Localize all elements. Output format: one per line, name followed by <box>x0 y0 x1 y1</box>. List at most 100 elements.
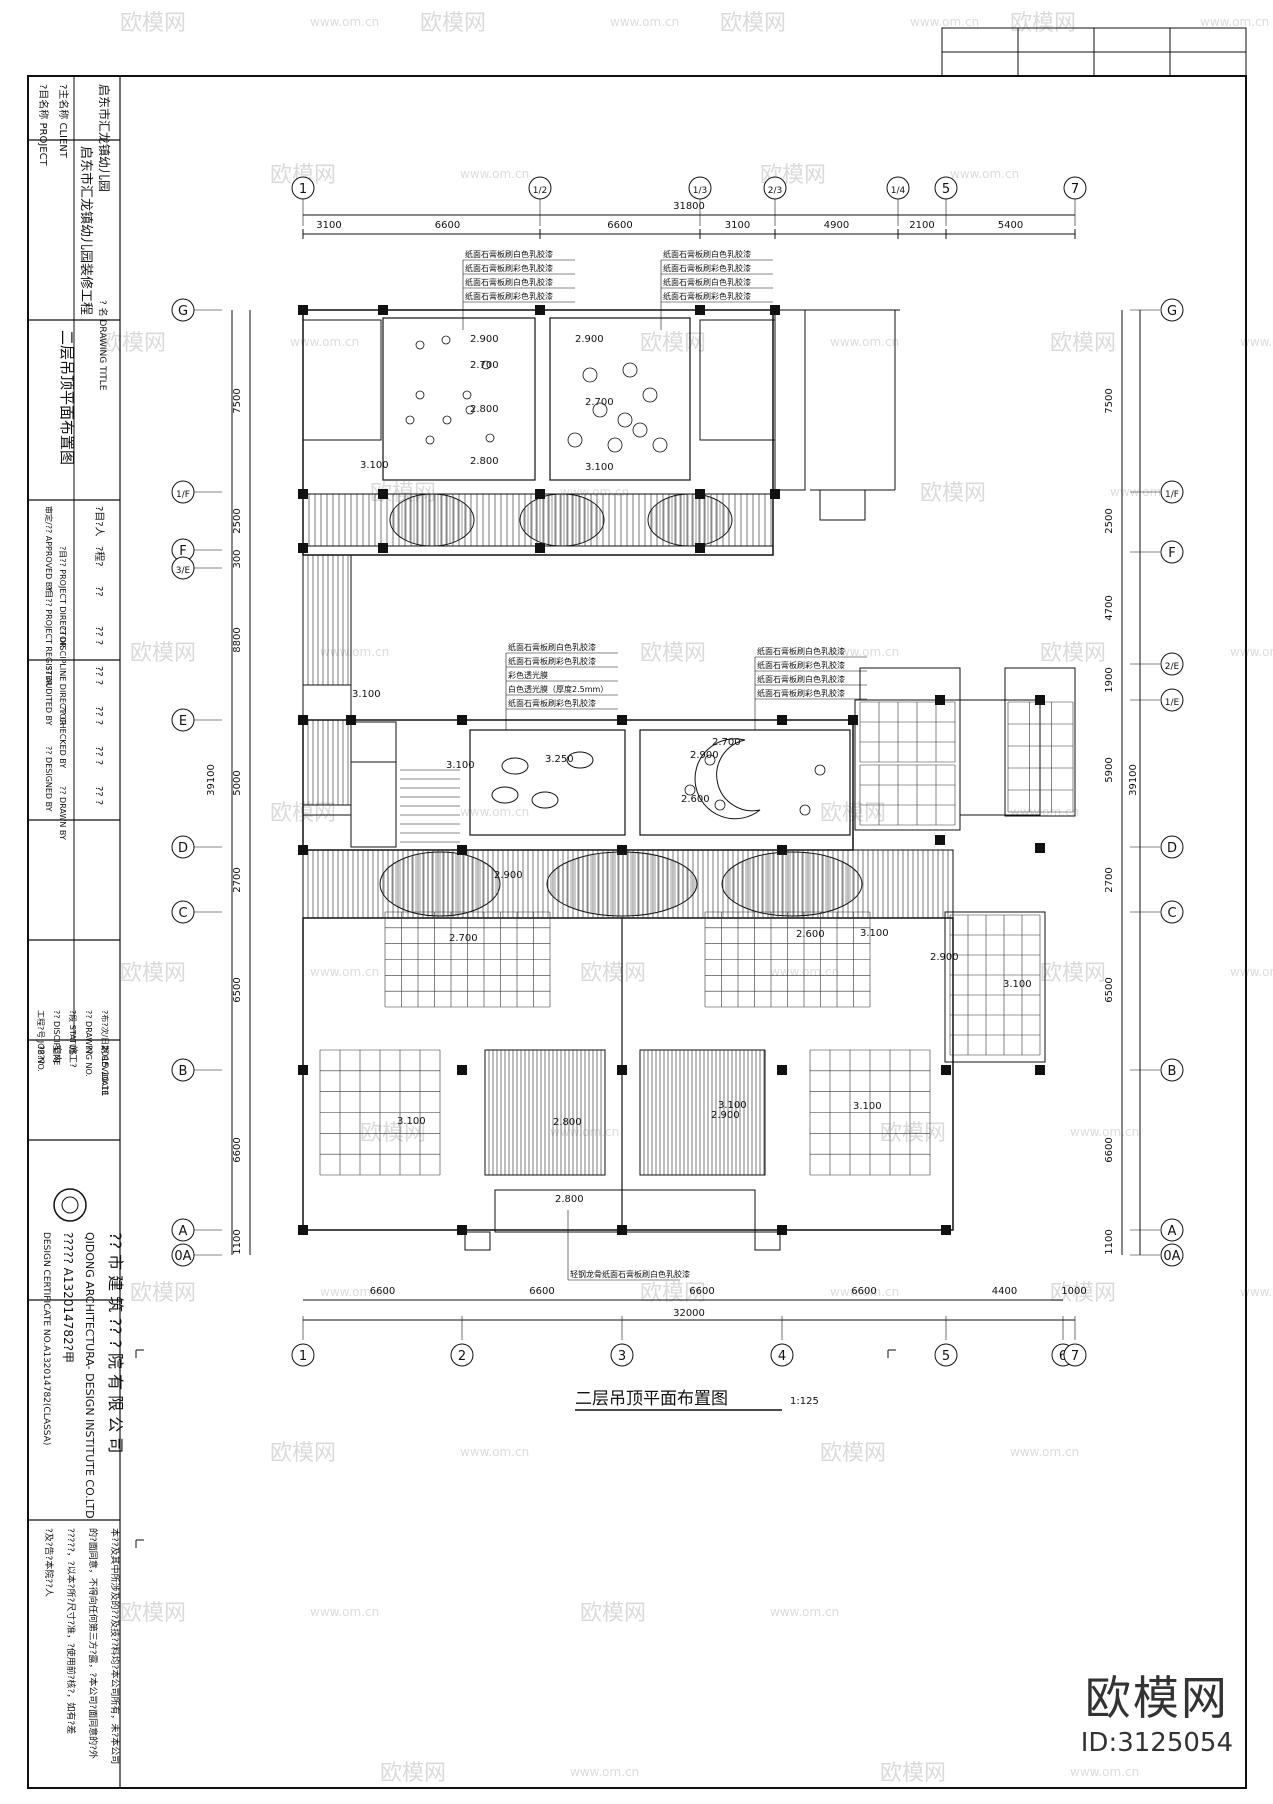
company-logo-inner <box>61 1196 79 1214</box>
dim-left: 2500 <box>232 508 243 533</box>
axis-label: 7 <box>1071 1349 1079 1364</box>
ceiling-decoration-star <box>485 433 495 443</box>
corridor-hatch-upper <box>302 493 774 547</box>
axis-right-B <box>1160 1058 1184 1082</box>
axis-right-G <box>1160 298 1184 322</box>
axis-label: 2/E <box>1165 662 1180 672</box>
stair-ceiling-left <box>302 319 382 441</box>
classroom-hatch-b2 <box>484 1049 606 1176</box>
dim-right: 1100 <box>1104 1229 1115 1254</box>
entrance-step-right <box>754 1231 781 1251</box>
dim-left: 8800 <box>232 627 243 652</box>
design-certificate: ????? A132014782?甲 <box>61 1232 75 1363</box>
dim-top: 4900 <box>824 220 849 231</box>
drawing-title: 二层吊顶平面布置图 <box>575 1389 728 1409</box>
dim-right: 2500 <box>1104 508 1115 533</box>
watermark-url: www.om.cn <box>1010 1445 1079 1459</box>
axis-label: 5 <box>942 1349 950 1364</box>
corridor-oval-1 <box>389 493 475 547</box>
role-value: ?目?人 <box>93 506 105 537</box>
dim-right: 2700 <box>1104 867 1115 892</box>
watermark-url: www.om.cn <box>310 965 379 979</box>
connector-outline <box>302 554 352 816</box>
titleblock-remark: ?及?告?本院??人 <box>43 1528 55 1597</box>
classroom-ceiling-right <box>549 317 691 481</box>
dim-top: 6600 <box>435 220 460 231</box>
note-top-left: 纸面石膏板刷彩色乳胶漆 <box>465 263 553 273</box>
oval-hatch <box>393 494 471 546</box>
watermark-url: www.om.cn <box>310 15 379 29</box>
middle-block-outline <box>302 719 854 851</box>
hatch-border <box>302 554 352 686</box>
role-label: 审定/?? APPROVED BY <box>44 506 54 592</box>
watermark: 欧模网 <box>1040 641 1106 666</box>
dim-bottom: 4400 <box>992 1286 1017 1297</box>
watermark-url: www.om.cn <box>460 805 529 819</box>
field-label: ?段 STATUS <box>68 1010 78 1055</box>
axis-bottom-4 <box>770 1343 794 1367</box>
field-value: 2015.10.11 <box>99 1045 109 1097</box>
watermark-url: www.om.cn <box>460 167 529 181</box>
balcony-east <box>859 667 961 701</box>
corridor-oval-5 <box>546 851 698 917</box>
axis-label: 1/4 <box>891 186 906 196</box>
stair-east <box>959 699 1041 816</box>
field-value: ???? <box>35 1045 45 1064</box>
axis-label: B <box>179 1064 188 1079</box>
column <box>617 1225 627 1235</box>
field-label: ?布?次/日期 REV/DATE <box>100 1010 110 1095</box>
dim-bottom: 1000 <box>1061 1286 1086 1297</box>
note-top-right: 纸面石膏板刷白色乳胶漆 <box>663 277 751 287</box>
elevator-shaft <box>350 721 397 763</box>
field-value: 施工? <box>67 1045 79 1068</box>
watermark-url: www.om.cn <box>560 485 629 499</box>
axis-bottom-2 <box>450 1343 474 1367</box>
field-value: ?? <box>83 1045 93 1055</box>
column <box>777 1225 787 1235</box>
dim-right: 4700 <box>1104 595 1115 620</box>
axis-right-F <box>1160 540 1184 564</box>
dim-top-total: 31800 <box>673 201 705 212</box>
column <box>298 1225 308 1235</box>
axis-right-1/F <box>1160 480 1184 504</box>
ceiling-height-label: 2.700 <box>712 737 741 748</box>
axis-bottom-7 <box>1063 1343 1087 1367</box>
watermark: 欧模网 <box>640 1281 706 1306</box>
watermark-url: www.om.cn <box>1240 335 1273 349</box>
classroom-grid-c1 <box>384 911 551 1008</box>
watermark-url: www.om.cn <box>320 645 389 659</box>
ceiling-decoration-star <box>405 415 415 425</box>
column <box>457 715 467 725</box>
oval-light <box>566 751 594 769</box>
dim-right: 1900 <box>1104 667 1115 692</box>
ceiling-height-label: 2.900 <box>470 334 499 345</box>
field-label: 工程?号 JOB NO. <box>36 1010 45 1072</box>
oval-light <box>491 786 519 804</box>
classroom-grid-b1 <box>319 1049 441 1176</box>
ceiling-height-label: 3.100 <box>397 1116 426 1127</box>
axis-label: A <box>1168 1224 1177 1239</box>
watermark: 欧模网 <box>820 1441 886 1466</box>
watermark: 欧模网 <box>580 961 646 986</box>
ceiling-height-label: 2.600 <box>796 929 825 940</box>
axis-label: F <box>179 544 186 559</box>
dim-bottom: 6600 <box>689 1286 714 1297</box>
watermark-url: www.om.cn <box>290 335 359 349</box>
dim-bottom: 6600 <box>370 1286 395 1297</box>
watermark-url: www.om.cn <box>1070 1765 1139 1779</box>
column <box>535 489 545 499</box>
ceiling-decoration-circle <box>582 367 598 383</box>
column <box>695 489 705 499</box>
ceiling-height-label: 2.700 <box>470 360 499 371</box>
dim-bottom: 6600 <box>851 1286 876 1297</box>
column <box>770 305 780 315</box>
dim-left: 2700 <box>232 867 243 892</box>
watermark-url: www.om.cn <box>950 167 1019 181</box>
axis-label: A <box>179 1224 188 1239</box>
column <box>298 543 308 553</box>
dim-right: 6500 <box>1104 977 1115 1002</box>
drawing-title-value: 二层吊顶平面布置图 <box>58 330 76 465</box>
field-value: 室内 <box>51 1045 63 1063</box>
note-mid-right: 纸面石膏板刷白色乳胶漆 <box>757 674 845 684</box>
